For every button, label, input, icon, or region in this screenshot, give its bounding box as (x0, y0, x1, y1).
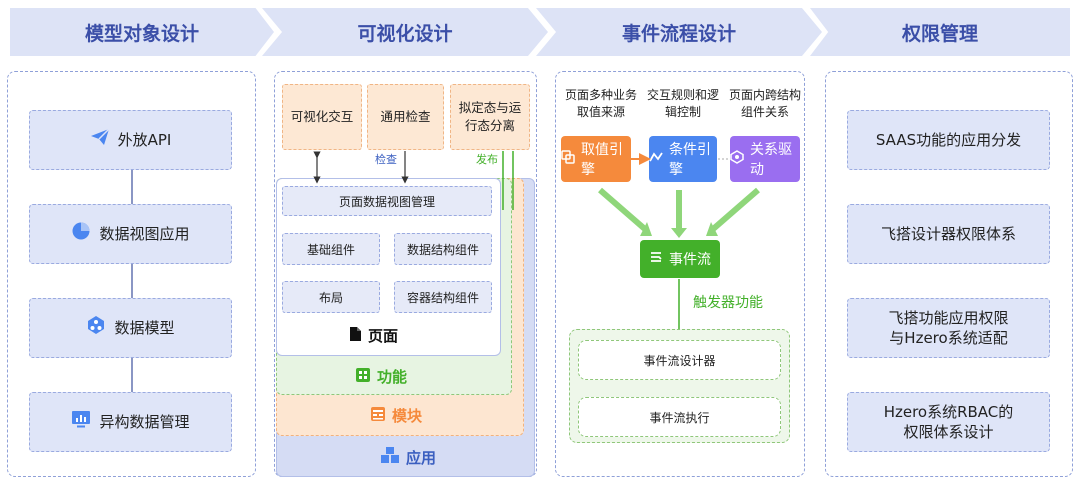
header-permission: 权限管理 (810, 8, 1070, 56)
network-icon (86, 315, 106, 340)
event-flow-designer: 事件流设计器 (578, 340, 781, 380)
box-label: 拟定态与运行态分离 (458, 99, 522, 133)
publish-label: 发布 (476, 153, 498, 166)
flow-icon (649, 250, 663, 268)
inner-label: 布局 (318, 290, 343, 305)
layout-components: 布局 (282, 281, 380, 313)
connector-line (131, 264, 133, 298)
condition-engine: 条件引擎 (649, 136, 717, 182)
question-data-source: 页面多种业务取值来源 (562, 87, 640, 122)
box-visual-interaction: 可视化交互 (282, 84, 362, 150)
grid-icon (355, 367, 371, 387)
cubes-icon (380, 446, 400, 468)
inner-label: 页面数据视图管理 (338, 194, 435, 209)
header-label: 可视化设计 (357, 22, 453, 45)
event-flow-box: 事件流 (640, 240, 720, 278)
evbox-label: 事件流设计器 (643, 353, 716, 368)
box-draft-runtime-separation: 拟定态与运行态分离 (450, 84, 530, 150)
hexagon-icon (730, 150, 744, 168)
data-structure-components: 数据结构组件 (394, 233, 492, 265)
connector-line (131, 358, 133, 392)
question-text: 页面多种业务取值来源 (564, 88, 637, 120)
card-data-view-app: 数据视图应用 (29, 204, 232, 264)
card-data-model: 数据模型 (29, 298, 232, 358)
basic-components: 基础组件 (282, 233, 380, 265)
blocks-icon (370, 406, 386, 426)
card-open-api: 外放API (29, 110, 232, 170)
trigger-label: 触发器功能 (693, 295, 763, 311)
layer-text: 应用 (406, 448, 437, 467)
header-visual-design: 可视化设计 (262, 8, 548, 56)
layer-text: 页面 (368, 327, 399, 345)
pie-chart-icon (71, 221, 91, 246)
card-rbac-design: Hzero系统RBAC的权限体系设计 (847, 392, 1050, 452)
card-saas-distribution: SAAS功能的应用分发 (847, 110, 1050, 170)
function-layer-label: 功能 (355, 366, 407, 387)
header-label: 模型对象设计 (84, 22, 199, 45)
box-label: 通用检查 (380, 108, 431, 124)
evbox-label: 事件流执行 (649, 410, 710, 425)
card-label: 异构数据管理 (99, 412, 190, 431)
box-general-check: 通用检查 (367, 84, 444, 150)
send-icon (90, 128, 110, 151)
engine-label: 条件引擎 (669, 142, 711, 178)
container-structure-components: 容器结构组件 (394, 281, 492, 313)
layer-text: 模块 (392, 407, 423, 425)
connector-line (131, 170, 133, 204)
question-logic-control: 交互规则和逻辑控制 (644, 87, 722, 122)
question-text: 交互规则和逻辑控制 (646, 88, 719, 120)
page-data-view-manage: 页面数据视图管理 (282, 186, 492, 216)
question-component-relation: 页面内跨结构组件关系 (726, 87, 804, 122)
card-label: Hzero系统RBAC的权限体系设计 (883, 402, 1014, 441)
card-hzero-adaptation: 飞搭功能应用权限与Hzero系统适配 (847, 298, 1050, 358)
check-label: 检查 (375, 153, 397, 166)
page-layer-label: 页面 (349, 325, 398, 346)
card-heterogeneous-data: 异构数据管理 (29, 392, 232, 452)
header-label: 权限管理 (901, 22, 978, 45)
wave-icon (649, 151, 663, 167)
engine-label: 取值引擎 (581, 142, 623, 178)
card-label: 数据视图应用 (99, 224, 190, 243)
copy-icon (561, 150, 575, 168)
engine-label: 事件流 (669, 252, 711, 268)
app-layer-label: 应用 (380, 446, 436, 468)
card-feida-designer-permission: 飞搭设计器权限体系 (847, 204, 1050, 264)
monitor-chart-icon (71, 409, 91, 434)
event-flow-execute: 事件流执行 (578, 397, 781, 437)
layer-text: 功能 (377, 368, 408, 386)
module-layer-label: 模块 (370, 405, 422, 426)
inner-label: 基础组件 (306, 242, 355, 257)
header-label: 事件流程设计 (621, 22, 736, 45)
question-text: 页面内跨结构组件关系 (728, 88, 801, 120)
box-label: 可视化交互 (290, 108, 354, 124)
card-label: 数据模型 (114, 318, 175, 337)
document-icon (349, 326, 362, 346)
card-label: 飞搭功能应用权限与Hzero系统适配 (888, 308, 1009, 347)
relation-driver: 关系驱动 (730, 136, 800, 182)
inner-label: 数据结构组件 (406, 242, 479, 257)
card-label: 外放API (117, 130, 172, 149)
header-model-design: 模型对象设计 (10, 8, 274, 56)
inner-label: 容器结构组件 (406, 290, 479, 305)
engine-label: 关系驱动 (750, 142, 792, 178)
header-event-design: 事件流程设计 (536, 8, 822, 56)
card-label: SAAS功能的应用分发 (875, 130, 1022, 149)
value-engine: 取值引擎 (561, 136, 631, 182)
card-label: 飞搭设计器权限体系 (880, 224, 1016, 243)
